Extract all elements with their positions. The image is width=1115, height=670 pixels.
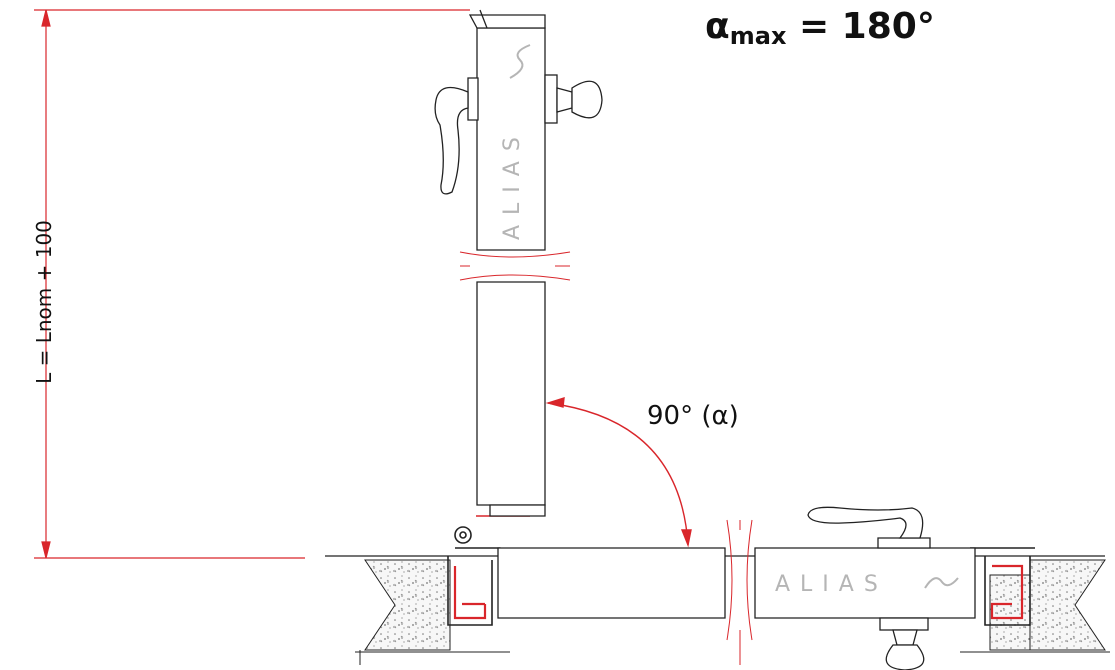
concrete-foundation-left <box>355 559 510 665</box>
knob-horizontal <box>879 617 929 670</box>
alpha-symbol: α <box>705 6 730 47</box>
lever-handle-horizontal <box>807 506 931 549</box>
length-dimension-label: L = Lnom + 100 <box>32 220 56 384</box>
right-frame-profile <box>970 547 1035 626</box>
angle-arc <box>545 397 692 548</box>
break-lines-vertical <box>459 251 571 281</box>
concrete-foundation-right <box>960 559 1110 653</box>
horizontal-ramp <box>497 547 976 619</box>
lever-handle-vertical <box>434 77 479 195</box>
dimension-line <box>34 9 470 559</box>
knob-vertical <box>544 74 603 124</box>
max-angle-value: = 180° <box>798 6 935 47</box>
max-subscript: max <box>729 22 787 50</box>
break-lines-horizontal <box>726 519 753 665</box>
max-angle-title: αmax = 180° <box>705 6 935 50</box>
angle-label: 90° (α) <box>647 401 739 431</box>
vertical-ramp <box>468 9 546 517</box>
